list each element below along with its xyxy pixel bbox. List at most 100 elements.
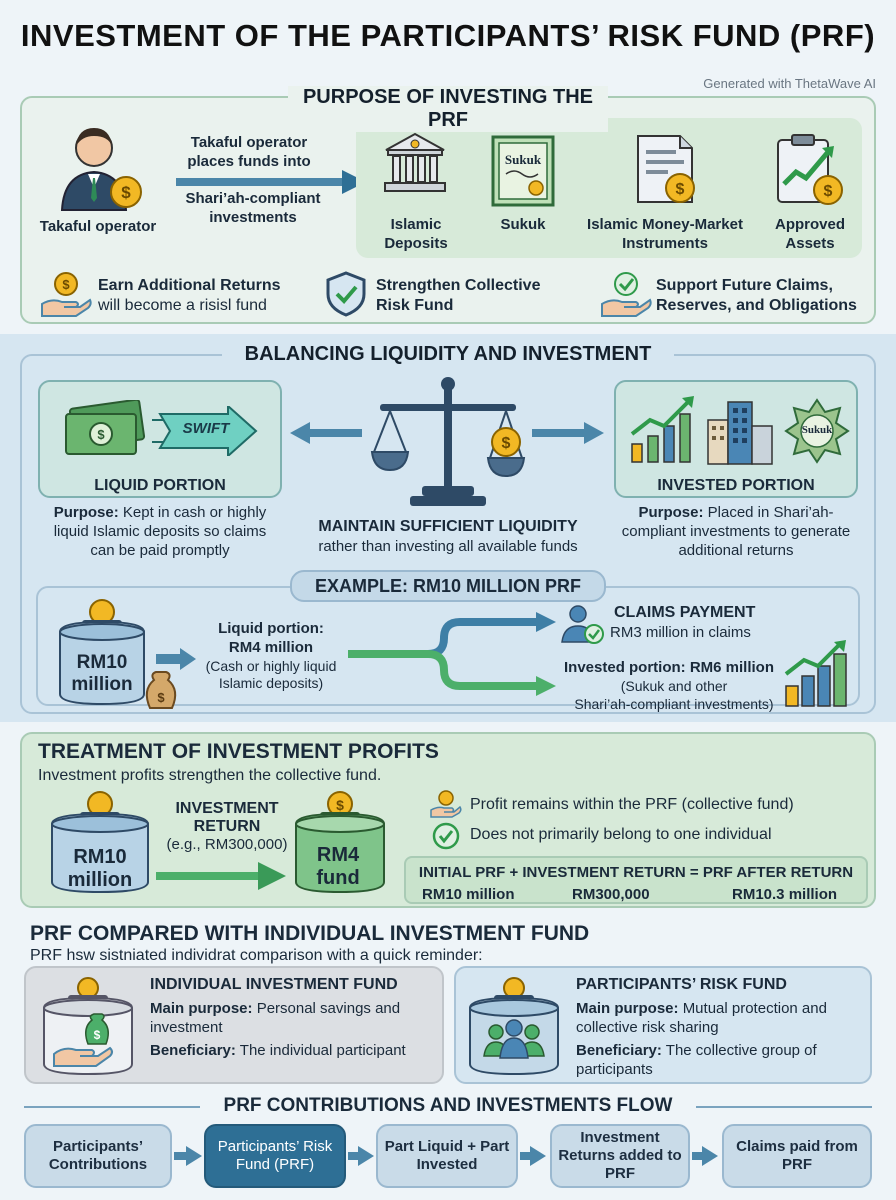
claims-title: CLAIMS PAYMENT <box>614 604 756 621</box>
example-title: EXAMPLE: RM10 MILLION PRF <box>314 576 581 596</box>
prf-beneficiary-label: Beneficiary: <box>576 1042 662 1059</box>
liquid-example-label1: Liquid portion: <box>218 620 324 637</box>
svg-text:$: $ <box>157 690 165 705</box>
profit-jar-line2: million <box>67 869 133 891</box>
example-title-box <box>290 570 606 602</box>
jar-text: RM10 million <box>60 652 144 696</box>
buildings-icon <box>706 398 774 466</box>
benefit-2-line2: Reserves, and Obligations <box>656 297 857 314</box>
cash-icon: $ <box>62 400 146 460</box>
flow-arrow-2 <box>530 1146 546 1166</box>
equation-text: INITIAL PRF + INVESTMENT RETURN = PRF AF… <box>418 864 854 881</box>
fund-jar-text: RM4 fund <box>294 844 382 890</box>
profit-jar-icon <box>46 790 158 898</box>
svg-text:$: $ <box>502 435 511 452</box>
shield-check-icon <box>324 270 368 318</box>
clipboard-growth-icon: $ <box>772 132 848 210</box>
center-title: MAINTAIN SUFFICIENT LIQUIDITY <box>318 518 578 535</box>
individual-purpose: Main purpose: Personal savings and inves… <box>150 1000 436 1038</box>
svg-text:$: $ <box>97 427 105 442</box>
flow-arrow-3 <box>702 1146 718 1166</box>
flow-arrow-1 <box>358 1146 374 1166</box>
value-return: RM300,000 <box>572 886 650 903</box>
flow-step-3: Investment Returns added to PRF <box>550 1124 690 1188</box>
investment-label-0: Islamic Deposits <box>384 216 448 252</box>
profit-jar-line1: RM10 <box>73 846 127 868</box>
return-line1: INVESTMENT <box>175 800 279 817</box>
purpose-title-overlay: PURPOSE OF INVESTING THE PRF <box>288 86 608 132</box>
prf-title: PARTICIPANTS’ RISK FUND <box>576 976 787 993</box>
swift-label: SWIFT <box>182 420 230 437</box>
flow-shaft-0 <box>174 1152 186 1160</box>
operator-label: Takaful operator <box>39 218 157 235</box>
compare-subtitle: PRF hsw sistniated individrat comparison… <box>30 947 483 964</box>
claims-person-icon <box>560 604 606 646</box>
value-initial: RM10 million <box>422 886 515 903</box>
flow-step-4: Claims paid from PRF <box>722 1124 872 1188</box>
flow-shaft-3 <box>692 1152 704 1160</box>
liquid-example-label2: RM4 million <box>228 638 314 656</box>
operator-icon: $ <box>52 118 148 214</box>
sukuk-certificate-icon <box>490 134 556 208</box>
document-coin-icon: $ <box>630 132 704 208</box>
svg-text:$: $ <box>94 1028 101 1042</box>
benefit-0-line2: will become a risisl fund <box>98 297 267 314</box>
individual-beneficiary-text: The individual participant <box>239 1042 406 1059</box>
benefit-2-line1: Support Future Claims, <box>656 277 833 294</box>
operator-arrow <box>176 170 366 194</box>
fund-jar-icon: $ <box>292 790 392 898</box>
profit-jar-text: RM10 million <box>52 846 148 892</box>
liquid-example: Liquid portion: RM4 million (Cash or hig… <box>196 620 346 693</box>
investment-label-2: Islamic Money-Market Instruments <box>587 216 743 252</box>
prf-purpose: Main purpose: Mutual protection and coll… <box>576 1000 866 1038</box>
individual-purpose-label: Main purpose: <box>150 1000 253 1017</box>
svg-text:$: $ <box>121 183 131 202</box>
investment-label-1: Sukuk <box>500 216 546 233</box>
prf-purpose-label: Main purpose: <box>576 1000 679 1017</box>
growth-chart-icon <box>628 396 700 466</box>
profits-subtitle: Investment profits strengthen the collec… <box>38 767 382 784</box>
invested-purpose-label: Purpose: <box>638 504 704 521</box>
liquid-purpose-text: Kept in cash or highly liquid Islamic de… <box>53 504 267 559</box>
prf-beneficiary: Beneficiary: The collective group of par… <box>576 1042 866 1080</box>
credit-text: Generated with ThetaWave AI <box>703 76 876 91</box>
benefit-1: Strengthen Collective Risk Fund <box>376 276 576 316</box>
flow-arrow-0 <box>186 1146 202 1166</box>
split-arrows <box>348 612 558 696</box>
flow-title: PRF CONTRIBUTIONS AND INVESTMENTS FLOW <box>200 1095 696 1117</box>
liquid-example-detail: (Cash or highly liquid Islamic deposits) <box>205 657 337 692</box>
page-title: INVESTMENT OF THE PARTICIPANTS’ RISK FUN… <box>20 18 876 53</box>
flow-step-2: Part Liquid + Part Invested <box>376 1124 518 1188</box>
prf-purpose-text: Mutual protection and collective risk sh… <box>576 1000 827 1036</box>
hand-coin-icon: $ <box>40 270 92 318</box>
scale-icon: $ <box>368 374 528 510</box>
benefit-1-line1: Strengthen Collective <box>376 277 541 294</box>
svg-text:$: $ <box>62 277 70 292</box>
arrow-bottom-text: Shari’ah-compliant investments <box>185 190 321 226</box>
bank-icon <box>380 128 450 198</box>
return-arrow <box>156 862 286 890</box>
svg-text:$: $ <box>336 797 344 813</box>
invested-example-detail2: Shari’ah-compliant investments) <box>574 695 774 712</box>
compare-title: PRF COMPARED WITH INDIVIDUAL INVESTMENT … <box>30 922 590 945</box>
flow-shaft-2 <box>520 1152 532 1160</box>
benefit-0: Earn Additional Returns will become a ri… <box>98 276 308 316</box>
swift-arrow-icon <box>152 406 258 456</box>
invested-purpose: Purpose: Placed in Shari’ah-compliant in… <box>616 504 856 560</box>
center-subtitle: rather than investing all available fund… <box>318 538 578 555</box>
flow-step-0: Participants’ Contributions <box>24 1124 172 1188</box>
equation-box <box>404 856 868 904</box>
invested-example-detail1: (Sukuk and other <box>620 678 728 694</box>
flow-shaft-1 <box>348 1152 360 1160</box>
liquid-purpose: Purpose: Kept in cash or highly liquid I… <box>40 504 280 560</box>
example-growth-icon <box>782 640 852 710</box>
jar-to-liquid-arrow <box>156 648 196 670</box>
return-line2: RETURN <box>193 818 261 835</box>
jar-line1: RM10 <box>76 652 128 673</box>
prf-beneficiary-text: The collective group of participants <box>576 1042 817 1078</box>
svg-text:$: $ <box>824 183 833 200</box>
invested-example-detail: (Sukuk and other Shari’ah-compliant inve… <box>564 678 784 713</box>
individual-title: INDIVIDUAL INVESTMENT FUND <box>150 976 398 993</box>
sukuk-badge-text: Sukuk <box>504 152 542 167</box>
benefit-0-line1: Earn Additional Returns <box>98 277 281 294</box>
